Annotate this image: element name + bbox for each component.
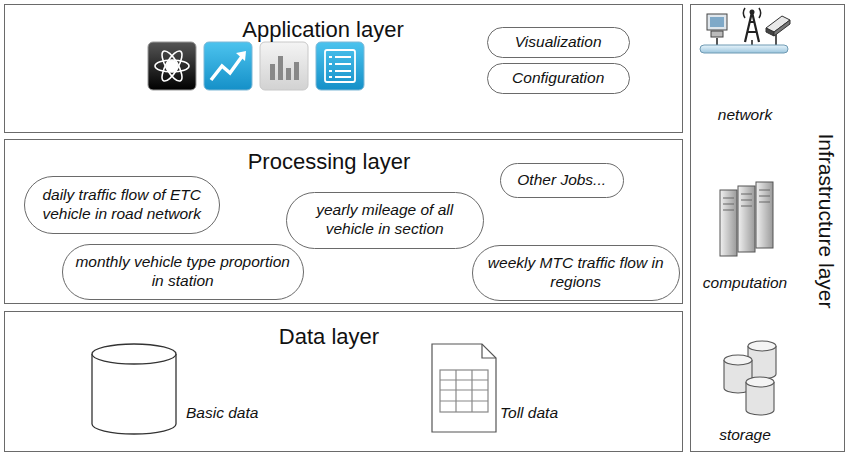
layer-panel: Data layer xyxy=(4,311,683,452)
network-icon xyxy=(700,8,790,53)
layer-title: Infrastructure layer xyxy=(814,133,838,308)
layer-title: Application layer xyxy=(242,17,403,43)
job-label: Other Jobs... xyxy=(511,171,613,190)
job-label: Configuration xyxy=(498,69,619,88)
job-label: Visualization xyxy=(498,33,619,52)
layer-panel: Application layerVisualizationConfigurat… xyxy=(4,4,683,133)
job-label: yearly mileage of all vehicle in section xyxy=(299,201,471,239)
icon-caption: storage xyxy=(719,426,771,444)
job-label: monthly vehicle type proportion in stati… xyxy=(74,253,291,291)
layer-title: Processing layer xyxy=(248,149,411,175)
icon-caption: Basic data xyxy=(186,404,258,422)
layer-title: Data layer xyxy=(279,324,379,350)
job-label: daily traffic flow of ETC vehicle in roa… xyxy=(37,186,207,224)
app-icons xyxy=(148,42,364,90)
layer-panel: Processing layer daily traffic flow of ET… xyxy=(4,139,683,304)
job-pill: Other Jobs... xyxy=(500,163,624,198)
job-pill: Configuration xyxy=(487,63,630,94)
job-pill: weekly MTC traffic flow in regions xyxy=(472,245,680,301)
server-icon xyxy=(720,182,773,256)
job-pill: monthly vehicle type proportion in stati… xyxy=(62,244,304,300)
job-pill: daily traffic flow of ETC vehicle in roa… xyxy=(24,176,220,234)
layer-panel: Infrastructure layer xyxy=(690,4,845,452)
job-pill: Visualization xyxy=(487,27,630,58)
database-cylinder xyxy=(92,344,176,434)
job-label: weekly MTC traffic flow in regions xyxy=(484,254,667,292)
icon-caption: Toll data xyxy=(500,404,558,422)
icon-caption: computation xyxy=(703,274,787,292)
icon-caption: network xyxy=(718,106,772,124)
job-pill: yearly mileage of all vehicle in section xyxy=(286,192,484,249)
storage-icon xyxy=(724,341,776,415)
table-document xyxy=(432,344,496,432)
